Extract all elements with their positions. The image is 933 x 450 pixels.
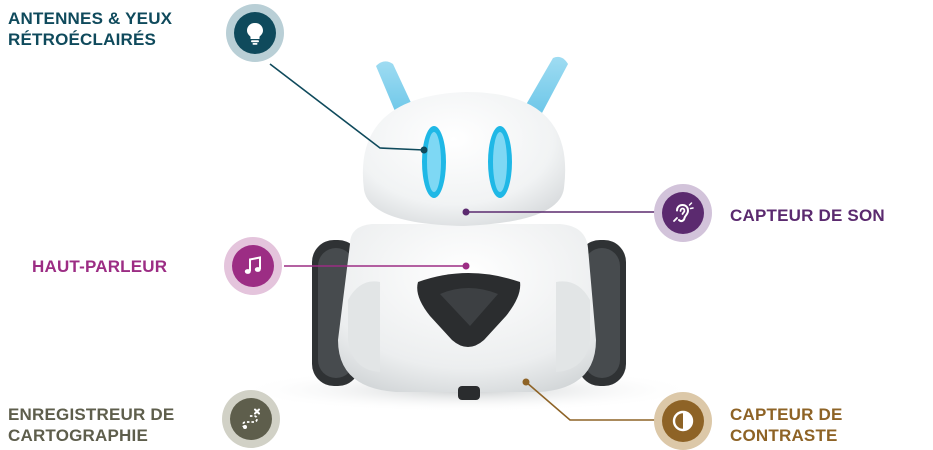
mapping-label-line1: ENREGISTREUR DE — [8, 404, 174, 425]
mapping-recorder-label: ENREGISTREUR DE CARTOGRAPHIE — [8, 404, 174, 446]
hearing-icon — [671, 201, 695, 225]
contrast-sensor-label: CAPTEUR DE CONTRASTE — [730, 404, 843, 446]
antennas-eyes-label: ANTENNES & YEUX RÉTROÉCLAIRÉS — [8, 8, 172, 50]
speaker-label: HAUT-PARLEUR — [32, 256, 167, 277]
music-note-icon — [242, 255, 264, 277]
sound-label-line1: CAPTEUR DE SON — [730, 205, 885, 226]
sound-sensor-label: CAPTEUR DE SON — [730, 205, 885, 226]
antennas-label-line1: ANTENNES & YEUX — [8, 8, 172, 29]
contrast-label-line2: CONTRASTE — [730, 425, 843, 446]
speaker-badge — [224, 237, 282, 295]
speaker-label-line1: HAUT-PARLEUR — [32, 256, 167, 277]
contrast-icon — [671, 409, 695, 433]
mapping-label-line2: CARTOGRAPHIE — [8, 425, 174, 446]
antennas-label-line2: RÉTROÉCLAIRÉS — [8, 29, 172, 50]
contrast-label-line1: CAPTEUR DE — [730, 404, 843, 425]
sound-badge — [654, 184, 712, 242]
mapping-badge — [222, 390, 280, 448]
route-icon — [239, 407, 263, 431]
lightbulb-icon — [244, 21, 266, 45]
robot-head — [363, 92, 565, 226]
antennas-badge — [226, 4, 284, 62]
contrast-badge — [654, 392, 712, 450]
